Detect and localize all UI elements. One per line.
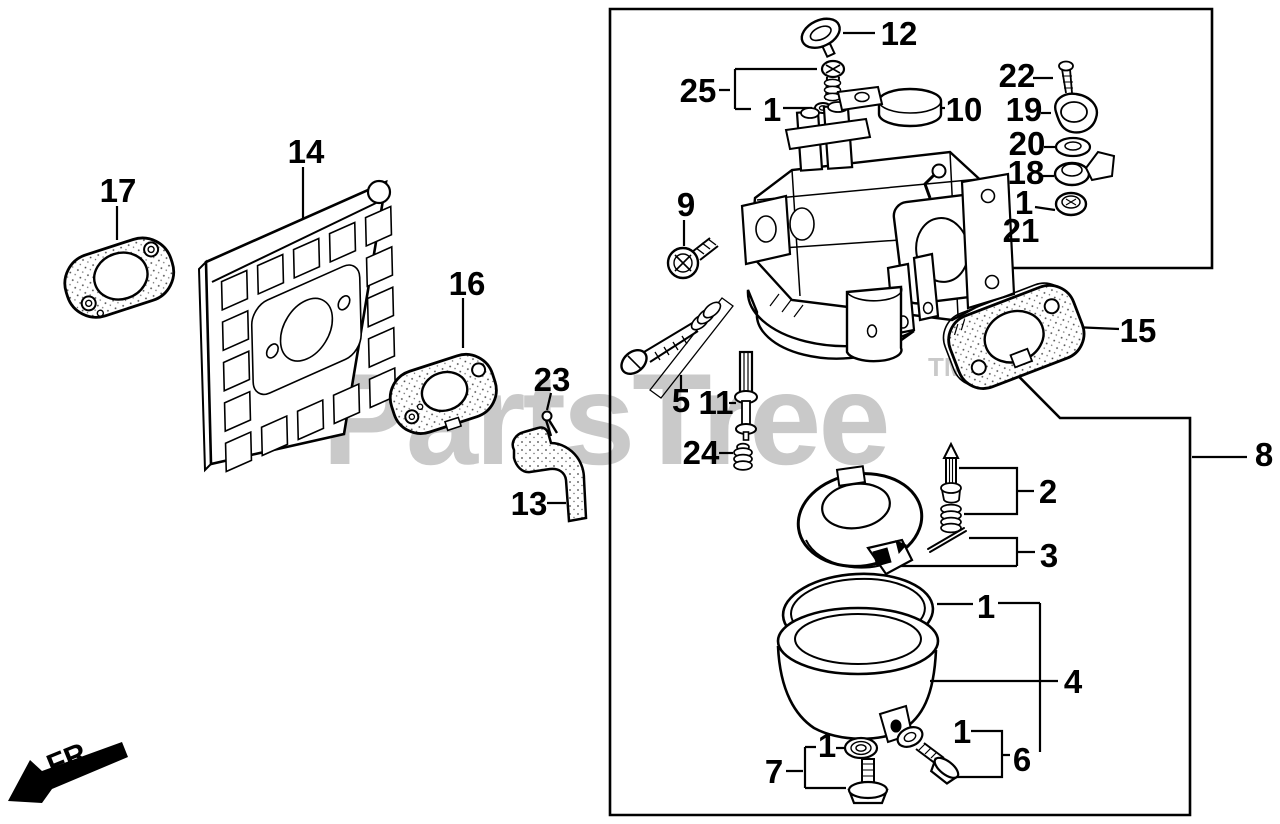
part-label-10-8: 10 <box>945 91 983 128</box>
part-label-19-11: 19 <box>1005 91 1043 128</box>
pin-23-drawing <box>541 410 559 437</box>
screw-9-drawing <box>666 237 719 280</box>
gasket-15-drawing <box>942 282 1086 390</box>
carburetor-body-drawing <box>740 85 1016 363</box>
part-label-21-15: 21 <box>1002 212 1040 249</box>
cap-10-drawing <box>877 87 943 128</box>
float-bowl-4-drawing <box>776 606 940 744</box>
part-label-7-26: 7 <box>764 753 784 790</box>
part-label-12-7: 12 <box>880 15 918 52</box>
needle-valve-2-drawing <box>940 441 962 534</box>
float-drawing <box>796 465 924 576</box>
part-label-2-20: 2 <box>1038 473 1058 510</box>
part-label-8-22: 8 <box>1254 436 1274 473</box>
pilot-screw-5-drawing <box>620 301 722 376</box>
part-label-1-25: 1 <box>817 727 837 764</box>
part-label-20-12: 20 <box>1008 125 1046 162</box>
part-label-9-9: 9 <box>676 186 696 223</box>
pump-parts-drawing <box>1053 60 1116 217</box>
part-label-6-28: 6 <box>1012 741 1032 778</box>
part-12-drawing <box>800 17 841 59</box>
part-label-14-1: 14 <box>287 133 325 170</box>
gasket-17-drawing <box>63 236 176 319</box>
part-label-18-13: 18 <box>1007 154 1045 191</box>
part-label-17-0: 17 <box>99 172 137 209</box>
plate-14-drawing <box>199 181 395 472</box>
tube-13-drawing <box>511 426 588 523</box>
part-label-4-24: 4 <box>1063 663 1083 700</box>
part-label-3-21: 3 <box>1039 537 1059 574</box>
part-label-25-5: 25 <box>679 72 717 109</box>
spring-24-drawing <box>733 442 753 471</box>
part-label-23-3: 23 <box>533 361 571 398</box>
part-label-1-6: 1 <box>762 91 782 128</box>
part-label-11-18: 11 <box>698 384 734 421</box>
nozzle-11-drawing <box>734 350 758 441</box>
part-label-22-10: 22 <box>998 57 1036 94</box>
leader-lines <box>115 31 1247 790</box>
part-label-1-14: 1 <box>1014 184 1034 221</box>
part-label-5-17: 5 <box>671 382 691 419</box>
part-label-15-16: 15 <box>1119 312 1157 349</box>
part-label-13-4: 13 <box>510 485 548 522</box>
gasket-16-drawing <box>388 353 498 435</box>
bolt-6-drawing <box>896 726 960 785</box>
part-label-1-23: 1 <box>976 588 996 625</box>
bolt-7-drawing <box>843 736 889 805</box>
part-label-1-27: 1 <box>952 713 972 750</box>
float-pin-3-drawing <box>927 527 967 553</box>
part-label-24-19: 24 <box>682 434 720 471</box>
part-label-16-2: 16 <box>448 265 486 302</box>
